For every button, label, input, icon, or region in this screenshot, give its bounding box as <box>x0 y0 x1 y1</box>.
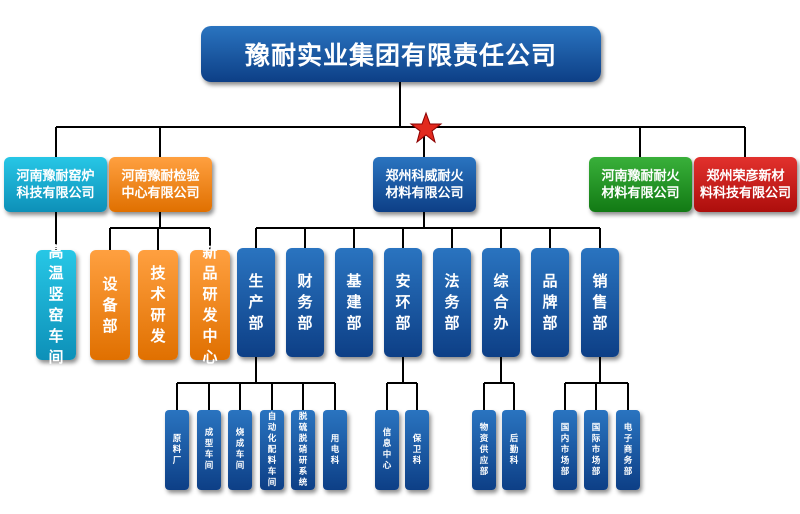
unit-electricity-section: 用电科 <box>323 410 347 490</box>
subsidiary-rongyan-name: 郑州荣彦新材 料科技有限公司 <box>699 168 791 201</box>
subsidiary-inspection-name: 河南豫耐检验 中心有限公司 <box>121 168 200 201</box>
star-icon <box>409 111 443 144</box>
dept-finance: 财务部 <box>286 248 324 357</box>
unit-information-center: 信息中心 <box>375 410 399 490</box>
unit-security-section: 保卫科 <box>405 410 429 490</box>
dept-brand: 品牌部 <box>531 248 569 357</box>
unit-domestic-market: 国内市场部 <box>553 410 577 490</box>
unit-forming-workshop: 成型车间 <box>197 410 221 490</box>
subsidiary-inspection-box: 河南豫耐检验 中心有限公司 <box>109 157 212 212</box>
dept-general-office: 综合办 <box>482 248 520 357</box>
dept-sales: 销售部 <box>581 248 619 357</box>
subsidiary-kewei-box: 郑州科威耐火 材料有限公司 <box>373 157 476 212</box>
unit-international-market: 国际市场部 <box>584 410 608 490</box>
subsidiary-rongyan-box: 郑州荣彦新材 料科技有限公司 <box>694 157 797 212</box>
unit-auto-batching-workshop: 自动化配料车间 <box>260 410 284 490</box>
unit-firing-workshop: 烧成车间 <box>228 410 252 490</box>
subsidiary-kewei-name: 郑州科威耐火 材料有限公司 <box>385 168 464 201</box>
subsidiary-refractory-box: 河南豫耐耐火 材料有限公司 <box>589 157 692 212</box>
dept-legal: 法务部 <box>433 248 471 357</box>
unit-desulfurization-system: 脱硫脱硝研系统 <box>291 410 315 490</box>
group-company-box: 豫耐实业集团有限责任公司 <box>201 26 601 82</box>
unit-ecommerce: 电子商务部 <box>616 410 640 490</box>
dept-kiln-workshop: 高温竖窑车间 <box>36 243 76 366</box>
dept-equipment: 设备部 <box>90 250 130 360</box>
dept-new-product-center: 新品研发中心 <box>190 243 230 366</box>
dept-tech-rd: 技术研发 <box>138 250 178 360</box>
dept-infrastructure: 基建部 <box>335 248 373 357</box>
unit-logistics-section: 后勤科 <box>502 410 526 490</box>
dept-production: 生产部 <box>237 248 275 357</box>
subsidiary-kiln-name: 河南豫耐窑炉 科技有限公司 <box>16 168 95 201</box>
unit-raw-material-plant: 原料厂 <box>165 410 189 490</box>
group-company-name: 豫耐实业集团有限责任公司 <box>244 41 557 70</box>
subsidiary-kiln-box: 河南豫耐窑炉 科技有限公司 <box>4 157 107 212</box>
dept-safety-env: 安环部 <box>384 248 422 357</box>
unit-material-supply: 物资供应部 <box>472 410 496 490</box>
subsidiary-refractory-name: 河南豫耐耐火 材料有限公司 <box>601 168 680 201</box>
